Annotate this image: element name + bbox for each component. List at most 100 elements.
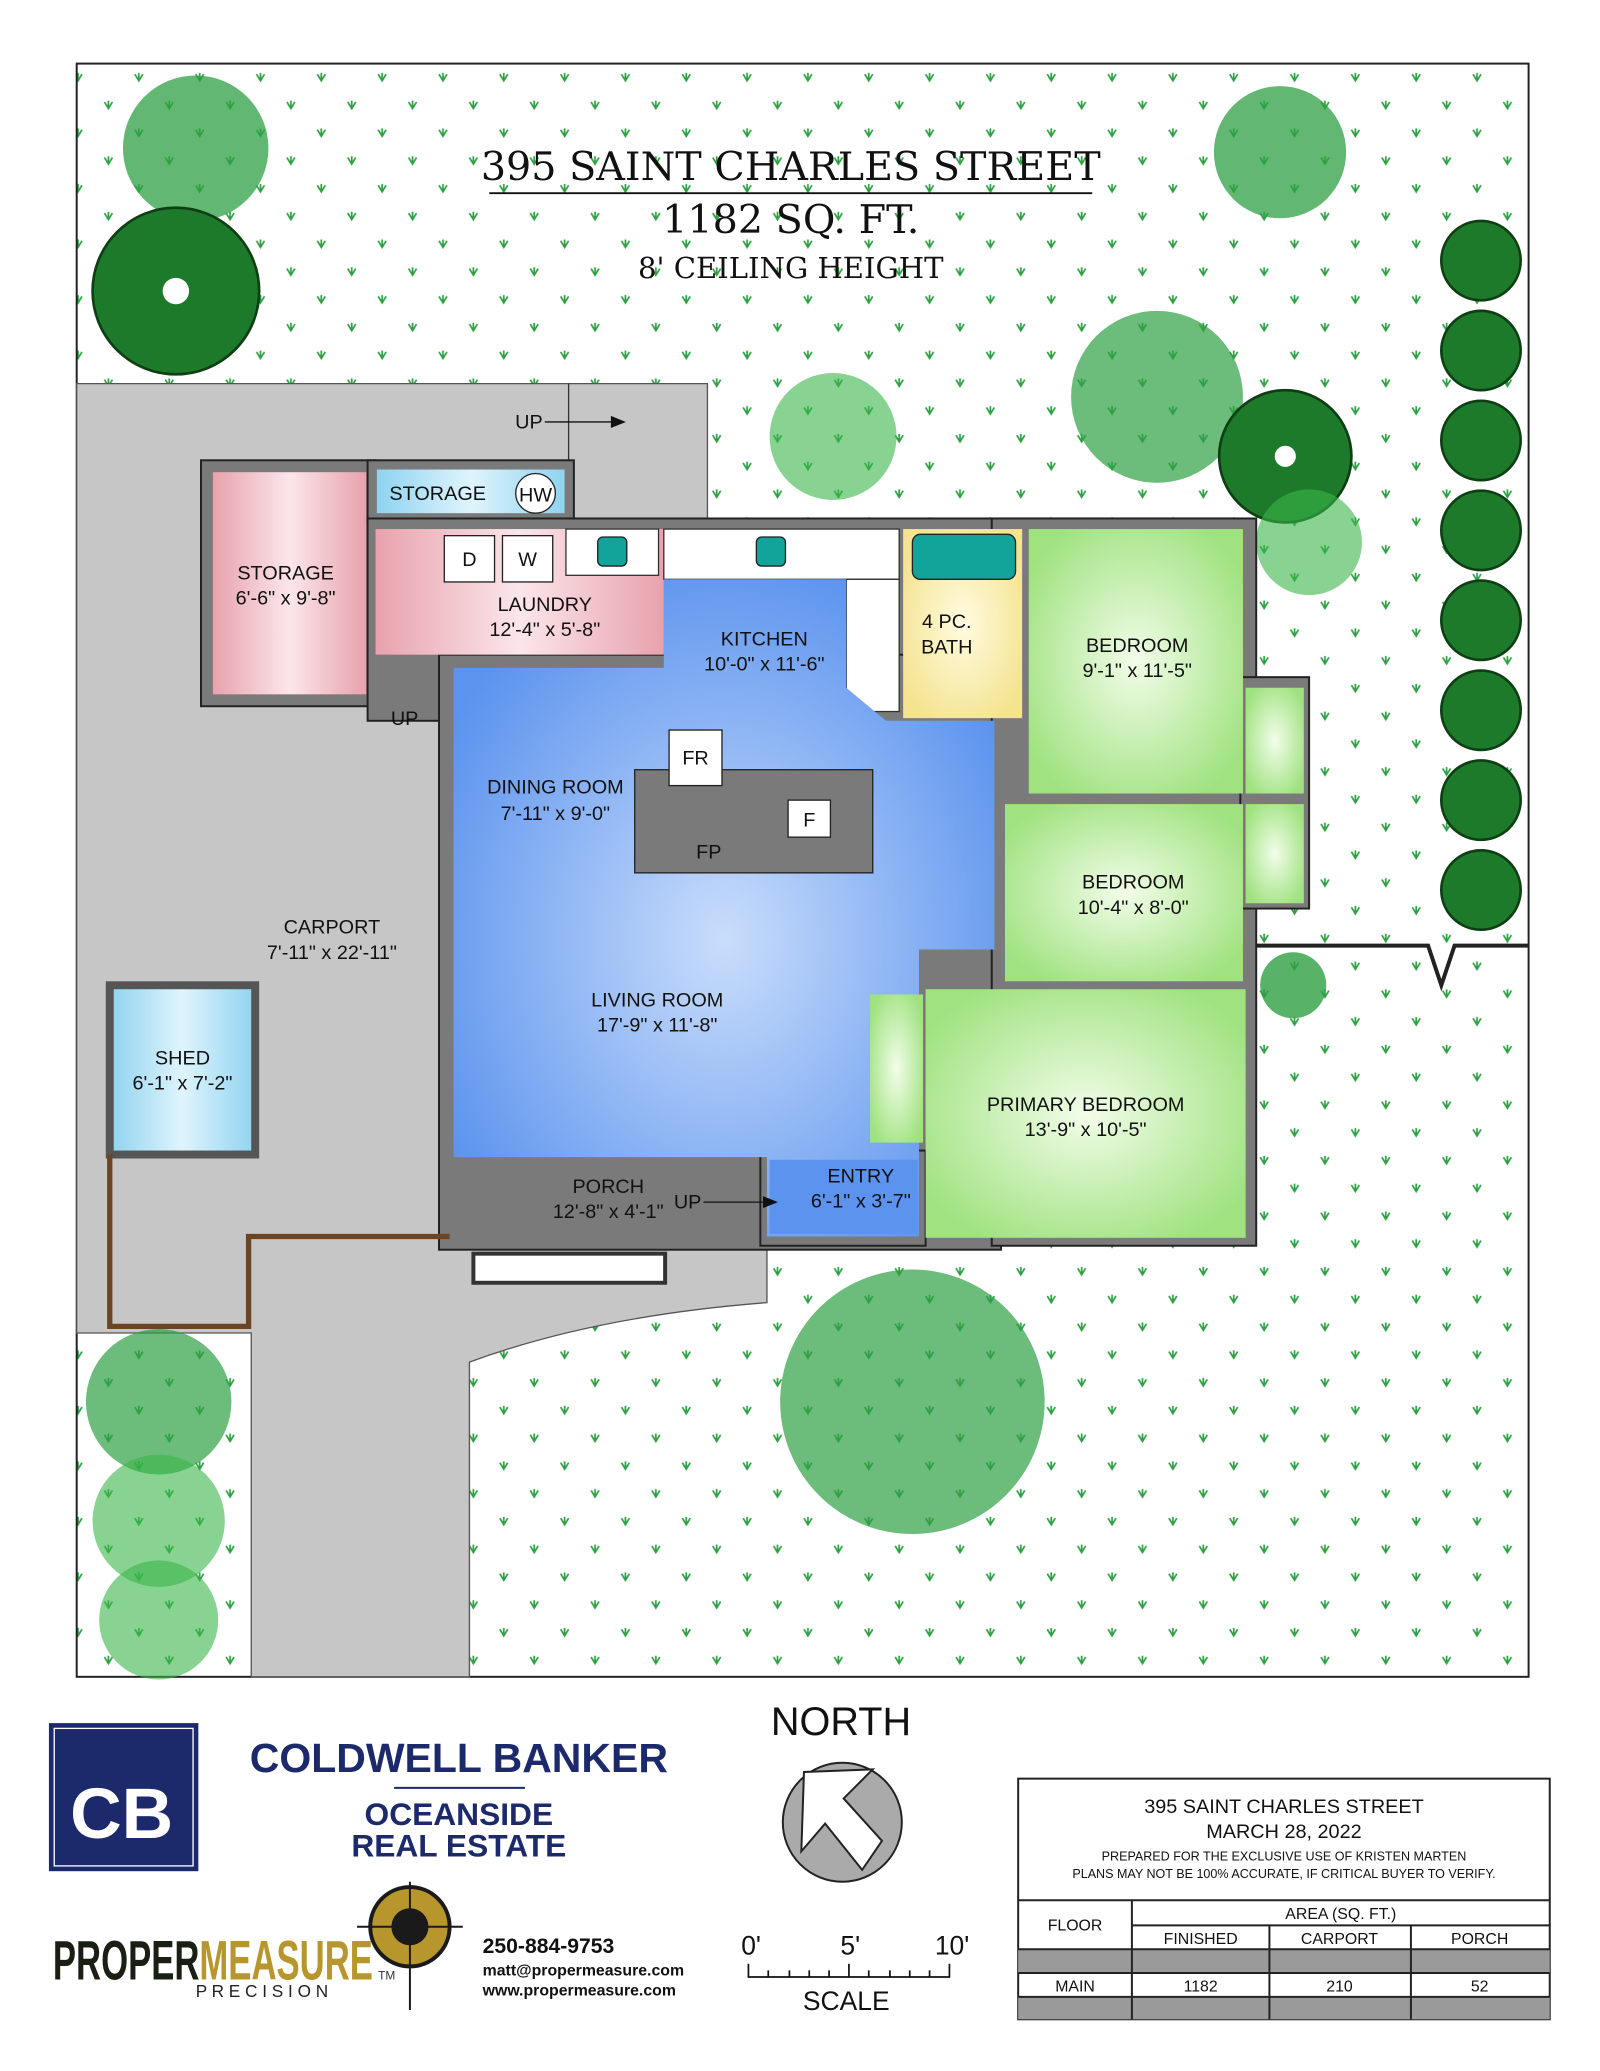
info-note-1: PREPARED FOR THE EXCLUSIVE USE OF KRISTE… <box>1102 1850 1467 1864</box>
tree-icon <box>122 75 269 221</box>
scale-tick-0: 0' <box>741 1931 761 1961</box>
building <box>105 459 1311 1330</box>
north-label: NORTH <box>771 1700 911 1744</box>
contact-email: matt@propermeasure.com <box>483 1963 684 1980</box>
shrub-icon <box>1260 952 1327 1019</box>
tree-icon <box>1071 310 1243 483</box>
landscaping <box>85 75 1529 1680</box>
laundry-label: LAUNDRY <box>498 594 592 616</box>
sink <box>755 536 787 567</box>
hw-label: HW <box>519 484 552 506</box>
bedroom-2-label: BEDROOM <box>1082 872 1184 894</box>
room-shed <box>105 981 260 1159</box>
tree-icon <box>1213 86 1347 219</box>
entry-label: ENTRY <box>827 1165 894 1187</box>
bath-label-2: BATH <box>921 636 972 658</box>
col-carport: CARPORT <box>1301 1931 1379 1948</box>
row-carport: 210 <box>1326 1979 1353 1996</box>
laundry-dims: 12'-4" x 5'-8" <box>489 619 600 641</box>
room-labels: STORAGE HW STORAGE 6'-6" x 9'-8" D W LAU… <box>133 412 1192 1223</box>
svg-text:PROPERMEASURE: PROPERMEASURE <box>53 1930 373 1992</box>
room-bedroom-1 <box>1028 529 1243 794</box>
tree-icon <box>99 1560 219 1680</box>
up-label: UP <box>674 1192 702 1214</box>
bedroom-1-dims: 9'-1" x 11'-5" <box>1082 660 1191 682</box>
room-primary-bedroom <box>925 989 1246 1238</box>
tree-icon <box>780 1269 1045 1535</box>
storage-label: STORAGE <box>237 562 334 584</box>
pm-precision: P R E C I S I O N <box>196 1981 328 2001</box>
storage-small-label: STORAGE <box>389 483 486 505</box>
row-porch: 52 <box>1471 1979 1489 1996</box>
north-arrow-icon <box>800 1768 884 1872</box>
up-label: UP <box>515 412 543 434</box>
row-finished: 1182 <box>1184 1979 1218 1996</box>
living-dims: 17'-9" x 11'-8" <box>597 1015 717 1037</box>
pm-measure: MEASURE <box>199 1930 372 1992</box>
kitchen-dims: 10'-0" x 11'-6" <box>704 654 824 676</box>
hedge-row <box>1440 219 1522 932</box>
storage-dims: 6'-6" x 9'-8" <box>236 587 336 609</box>
info-date: MARCH 28, 2022 <box>1206 1821 1361 1843</box>
scale-tick-10: 10' <box>935 1931 969 1961</box>
planter <box>471 1251 668 1285</box>
primary-label: PRIMARY BEDROOM <box>987 1094 1185 1116</box>
bedroom-2-dims: 10'-4" x 8'-0" <box>1078 897 1189 919</box>
contact-website: www.propermeasure.com <box>482 1982 676 1999</box>
porch-label: PORCH <box>572 1176 644 1198</box>
scale-bar: 0' 5' 10' SCALE <box>741 1931 969 2017</box>
north-compass: NORTH <box>771 1700 911 1883</box>
plan-address: 395 SAINT CHARLES STREET <box>481 144 1101 190</box>
plan-title-block: 395 SAINT CHARLES STREET 1182 SQ. FT. 8'… <box>481 144 1101 285</box>
bathtub <box>911 533 1017 580</box>
col-porch: PORCH <box>1451 1931 1508 1948</box>
fridge-label: FR <box>682 747 708 769</box>
table-row: MAIN 1182 210 52 <box>1055 1979 1488 1996</box>
coldwell-banker-logo: CB COLDWELL BANKER OCEANSIDE REAL ESTATE <box>48 1723 668 1872</box>
kitchen-label: KITCHEN <box>721 628 808 650</box>
bedroom-1-label: BEDROOM <box>1086 635 1188 657</box>
scale-label: SCALE <box>803 1986 890 2016</box>
pm-proper: PROPER <box>53 1930 200 1992</box>
fireplace-block <box>634 769 874 874</box>
cb-line-2: OCEANSIDE <box>365 1796 554 1832</box>
dryer-label: D <box>462 549 476 571</box>
scale-tick-5: 5' <box>840 1931 860 1961</box>
carport-dims: 7'-11" x 22'-11" <box>267 942 397 964</box>
dining-label: DINING ROOM <box>487 777 624 799</box>
sink <box>597 536 628 567</box>
tree-icon <box>1256 489 1362 596</box>
up-label: UP <box>391 708 419 730</box>
row-floor: MAIN <box>1055 1979 1095 1996</box>
washer-label: W <box>518 549 537 571</box>
water-heater <box>515 472 557 514</box>
info-note-2: PLANS MAY NOT BE 100% ACCURATE, IF CRITI… <box>1072 1867 1495 1881</box>
dining-dims: 7'-11" x 9'-0" <box>501 803 610 825</box>
room-storage <box>212 472 367 695</box>
tree-icon <box>85 1329 232 1475</box>
shed-label: SHED <box>155 1048 210 1070</box>
floor-header: FLOOR <box>1048 1918 1103 1935</box>
info-address: 395 SAINT CHARLES STREET <box>1144 1796 1424 1818</box>
info-box: 395 SAINT CHARLES STREET MARCH 28, 2022 … <box>1017 1777 1551 2021</box>
shed-dims: 6'-1" x 7'-2" <box>133 1073 233 1095</box>
area-header: AREA (SQ. FT.) <box>1285 1906 1396 1923</box>
room-bedroom-2 <box>1004 804 1243 982</box>
col-finished: FINISHED <box>1164 1931 1238 1948</box>
primary-dims: 13'-9" x 10'-5" <box>1025 1119 1147 1141</box>
cb-line-3: REAL ESTATE <box>351 1828 566 1864</box>
cb-line-1: COLDWELL BANKER <box>250 1735 668 1781</box>
bath-label-1: 4 PC. <box>922 611 972 633</box>
porch-dims: 12'-8" x 4'-1" <box>553 1201 664 1223</box>
furnace-label: F <box>803 810 815 832</box>
room-living-area <box>453 579 995 1237</box>
cb-monogram: CB <box>70 1774 173 1854</box>
tree-icon <box>92 1454 225 1587</box>
carport-label: CARPORT <box>284 917 381 939</box>
contact-phone: 250-884-9753 <box>483 1935 615 1958</box>
room-entry <box>769 1159 918 1234</box>
ceiling-height: 8' CEILING HEIGHT <box>638 251 944 285</box>
entry-dims: 6'-1" x 3'-7" <box>811 1190 911 1212</box>
tree-icon <box>769 373 897 500</box>
